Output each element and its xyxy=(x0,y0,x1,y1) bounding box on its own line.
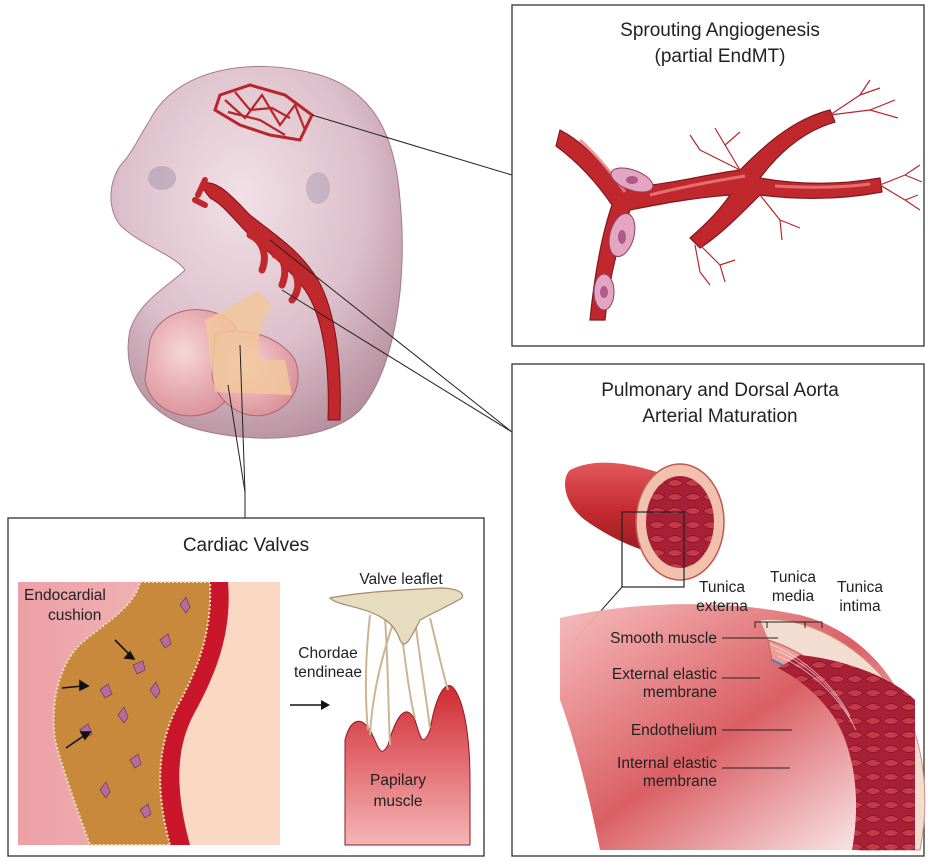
internal-elastic-label-line2: membrane xyxy=(643,773,717,790)
tunica-media-label-line2: media xyxy=(772,588,815,605)
angiogenesis-title-line2: (partial EndMT) xyxy=(655,46,786,67)
external-elastic-label-line2: membrane xyxy=(643,684,717,701)
aorta-title-line1: Pulmonary and Dorsal Aorta xyxy=(601,380,839,401)
chordae-label-line1: Chordae xyxy=(298,645,357,662)
endocardial-label-line1: Endocardial xyxy=(24,587,106,604)
tunica-media-label-line1: Tunica xyxy=(770,569,816,586)
panel-angiogenesis: Sprouting Angiogenesis (partial EndMT) xyxy=(512,5,924,346)
embryo-eye xyxy=(148,166,176,190)
tunica-externa-label-line2: externa xyxy=(696,598,748,615)
embryo-illustration xyxy=(111,66,402,438)
external-elastic-label-line1: External elastic xyxy=(612,666,717,683)
embryo-otic xyxy=(306,172,330,204)
aorta-title-line2: Arterial Maturation xyxy=(642,406,797,427)
valves-title: Cardiac Valves xyxy=(183,535,309,556)
angiogenesis-title-line1: Sprouting Angiogenesis xyxy=(620,20,820,41)
papillary-label-line1: Papilary xyxy=(370,772,426,789)
endothelium-label: Endothelium xyxy=(631,722,717,739)
small-vessel-lumen xyxy=(646,476,714,568)
endocardial-label-line2: cushion xyxy=(48,607,101,624)
endocardial-cushion-illustration: Endocardial cushion xyxy=(18,582,280,845)
tunica-intima-label-line1: Tunica xyxy=(837,579,883,596)
chordae-label-line2: tendineae xyxy=(294,664,362,681)
tunica-intima-label-line2: intima xyxy=(839,598,881,615)
leaflet-label: Valve leaflet xyxy=(359,571,443,588)
papillary-label-line2: muscle xyxy=(373,793,422,810)
internal-elastic-label-line1: Internal elastic xyxy=(617,755,717,772)
smooth-muscle-label: Smooth muscle xyxy=(610,630,717,647)
panel-valves: Cardiac Valves xyxy=(8,518,484,856)
panel-aorta: Pulmonary and Dorsal Aorta Arterial Matu… xyxy=(512,364,925,856)
tunica-externa-label-line1: Tunica xyxy=(699,579,745,596)
